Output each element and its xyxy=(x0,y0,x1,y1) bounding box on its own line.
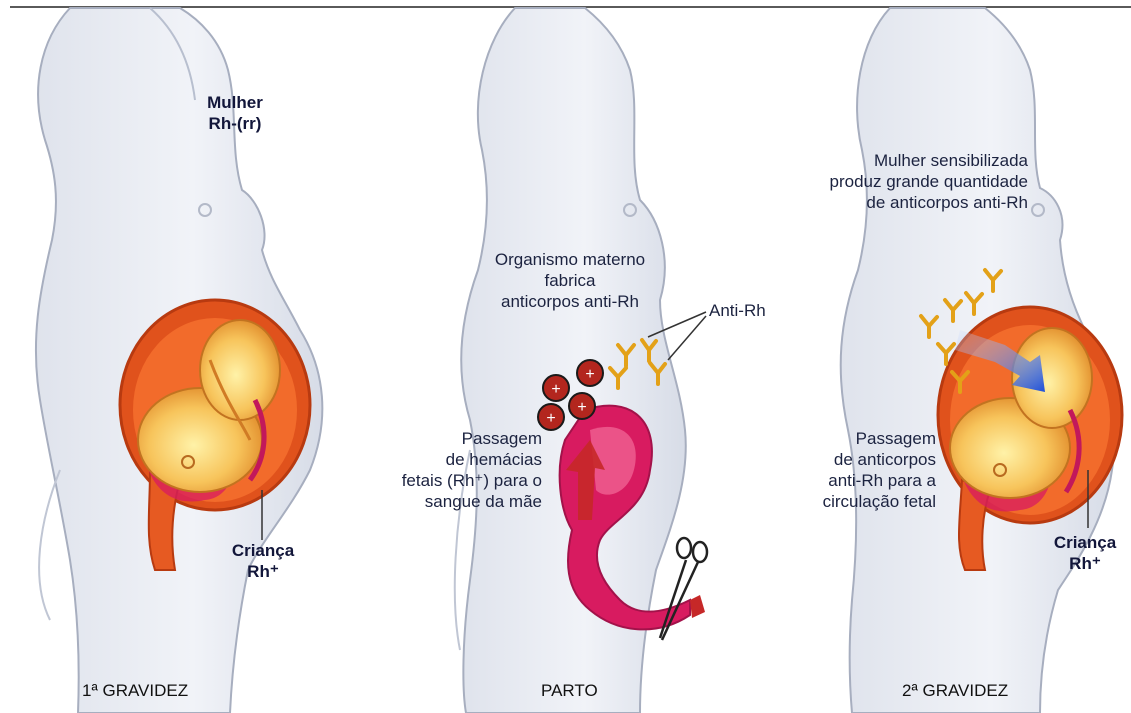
note-line: de hemácias xyxy=(380,449,542,470)
antibody-passage-note: Passagem de anticorpos anti-Rh para a ci… xyxy=(790,428,936,512)
note-line: anticorpos anti-Rh xyxy=(470,291,670,312)
note-line: Mulher sensibilizada xyxy=(770,150,1028,171)
red-cell: + xyxy=(538,404,564,430)
note-line: fabrica xyxy=(470,270,670,291)
note-line: Passagem xyxy=(790,428,936,449)
note-line: anti-Rh para a xyxy=(790,470,936,491)
child-label-line: Criança xyxy=(218,540,308,561)
child-label-line: Criança xyxy=(1040,532,1130,553)
red-cell-passage-note: Passagem de hemácias fetais (Rh⁺) para o… xyxy=(380,428,542,512)
caption-delivery: PARTO xyxy=(541,680,598,701)
antibody-production-note: Organismo materno fabrica anticorpos ant… xyxy=(470,249,670,312)
svg-text:+: + xyxy=(546,410,555,427)
svg-text:+: + xyxy=(551,381,560,398)
note-line: Organismo materno xyxy=(470,249,670,270)
note-line: Passagem xyxy=(380,428,542,449)
red-cell: + xyxy=(577,360,603,386)
red-cell: + xyxy=(543,375,569,401)
red-cell: + xyxy=(569,393,595,419)
note-line: sangue da mãe xyxy=(380,491,542,512)
child-label-line: Rh⁺ xyxy=(218,561,308,582)
child-label-line: Rh⁺ xyxy=(1040,553,1130,574)
mother-body-2 xyxy=(455,8,686,713)
anti-rh-label: Anti-Rh xyxy=(709,300,766,321)
mother-label-line: Mulher xyxy=(190,92,280,113)
caption-first-pregnancy: 1ª GRAVIDEZ xyxy=(82,680,188,701)
mother-label-1: Mulher Rh-(rr) xyxy=(190,92,280,134)
child-label-3: Criança Rh⁺ xyxy=(1040,532,1130,574)
child-label-1: Criança Rh⁺ xyxy=(218,540,308,582)
svg-text:+: + xyxy=(577,399,586,416)
note-line: de anticorpos xyxy=(790,449,936,470)
note-line: produz grande quantidade xyxy=(770,171,1028,192)
note-line: fetais (Rh⁺) para o xyxy=(380,470,542,491)
mother-label-line: Rh-(rr) xyxy=(190,113,280,134)
sensitized-mother-note: Mulher sensibilizada produz grande quant… xyxy=(770,150,1028,213)
note-line: de anticorpos anti-Rh xyxy=(770,192,1028,213)
svg-text:+: + xyxy=(585,366,594,383)
note-line: circulação fetal xyxy=(790,491,936,512)
caption-second-pregnancy: 2ª GRAVIDEZ xyxy=(902,680,1008,701)
